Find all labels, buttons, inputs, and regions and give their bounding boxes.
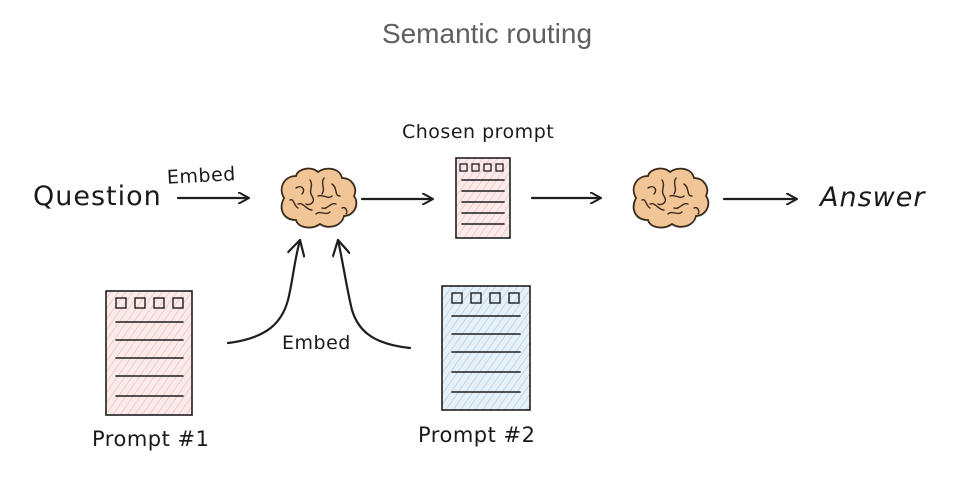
embed-label-question: Embed (166, 163, 236, 189)
diagram-title: Semantic routing (382, 18, 592, 49)
prompt1-document-icon (105, 290, 193, 416)
prompt1-label: Prompt #1 (92, 427, 209, 451)
prompt2-label: Prompt #2 (418, 423, 535, 447)
prompt2-document-icon (441, 285, 531, 411)
answer-label: Answer (818, 182, 926, 213)
llm-brain-icon (632, 167, 710, 229)
arrow-prompt1-to-router (226, 238, 300, 345)
arrow-prompt2-to-router (338, 238, 412, 350)
router-brain-icon (280, 167, 358, 229)
chosen-prompt-document-icon (455, 157, 511, 239)
question-label: Question (33, 181, 162, 212)
chosen-prompt-label: Chosen prompt (402, 121, 554, 143)
embed-label-prompts: Embed (282, 332, 351, 354)
